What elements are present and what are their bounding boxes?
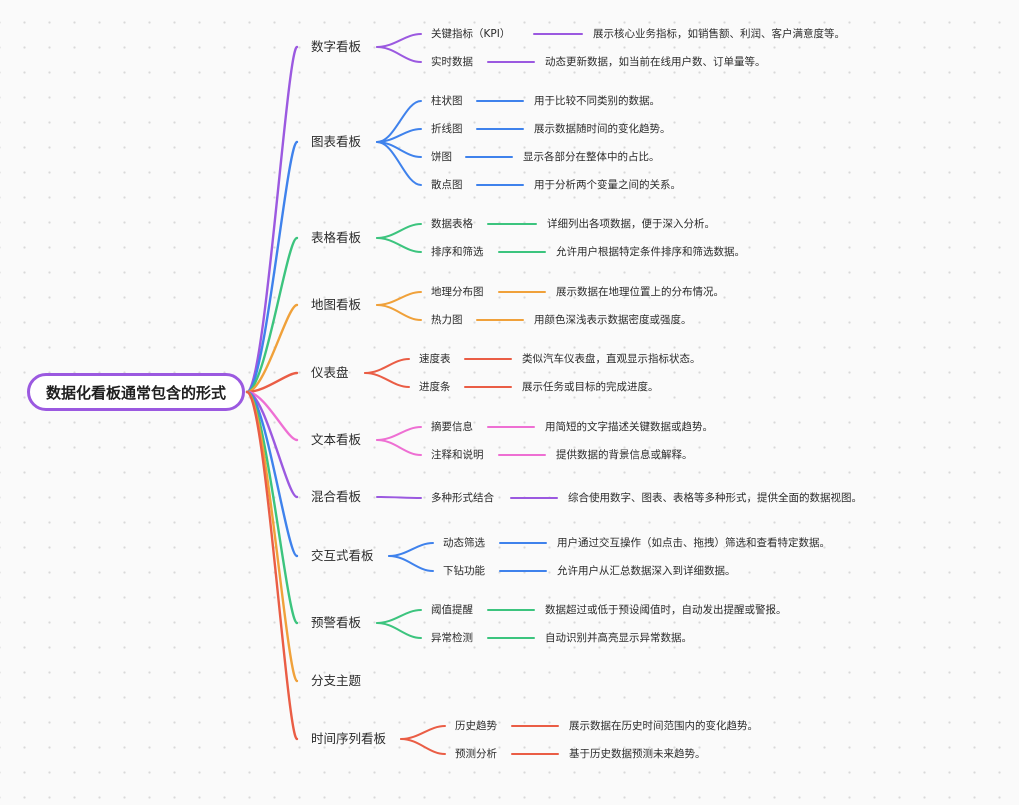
connector-branch-to-subtopic xyxy=(376,46,422,63)
subtopic[interactable]: 进度条 xyxy=(419,381,451,393)
root-topic-label: 数据化看板通常包含的形式 xyxy=(45,383,226,402)
subtopic[interactable]: 历史趋势 xyxy=(455,720,497,732)
branch-topic[interactable]: 数字看板 xyxy=(311,39,362,54)
connector-branch-to-subtopic xyxy=(376,609,422,624)
detail-note[interactable]: 允许用户从汇总数据深入到详细数据。 xyxy=(557,565,736,577)
branch-topic[interactable]: 图表看板 xyxy=(311,134,362,149)
detail-note[interactable]: 提供数据的背景信息或解释。 xyxy=(556,449,693,461)
detail-note[interactable]: 动态更新数据，如当前在线用户数、订单量等。 xyxy=(545,56,766,68)
subtopic[interactable]: 热力图 xyxy=(431,314,463,326)
connector-branch-to-subtopic xyxy=(376,291,422,306)
connector-branch-to-subtopic xyxy=(376,622,422,639)
subtopic[interactable]: 下钻功能 xyxy=(443,565,485,577)
connector-branch-to-subtopic xyxy=(400,738,446,755)
detail-note[interactable]: 展示数据随时间的变化趋势。 xyxy=(534,123,671,135)
detail-note[interactable]: 类似汽车仪表盘，直观显示指标状态。 xyxy=(522,353,701,365)
detail-note[interactable]: 用于比较不同类别的数据。 xyxy=(534,95,660,107)
detail-note[interactable]: 综合使用数字、图表、表格等多种形式，提供全面的数据视图。 xyxy=(568,492,862,504)
detail-note[interactable]: 自动识别并高亮显示异常数据。 xyxy=(545,632,692,644)
detail-note[interactable]: 展示任务或目标的完成进度。 xyxy=(522,381,659,393)
subtopic[interactable]: 注释和说明 xyxy=(431,449,484,461)
detail-note[interactable]: 允许用户根据特定条件排序和筛选数据。 xyxy=(556,246,745,258)
detail-note[interactable]: 数据超过或低于预设阈值时，自动发出提醒或警报。 xyxy=(545,604,787,616)
connector-root-to-branch xyxy=(245,371,299,394)
subtopic[interactable]: 数据表格 xyxy=(431,218,473,230)
connector-root-to-branch xyxy=(245,236,299,394)
subtopic[interactable]: 饼图 xyxy=(431,151,452,163)
subtopic[interactable]: 关键指标（KPI） xyxy=(431,28,511,40)
branch-topic[interactable]: 预警看板 xyxy=(311,615,362,630)
branch-topic[interactable]: 时间序列看板 xyxy=(311,731,387,746)
subtopic[interactable]: 摘要信息 xyxy=(431,421,473,433)
connector-branch-to-subtopic xyxy=(376,33,422,48)
connector-branch-to-subtopic xyxy=(376,237,422,253)
connector-branch-to-subtopic xyxy=(376,141,422,186)
detail-note[interactable]: 用简短的文字描述关键数据或趋势。 xyxy=(545,421,713,433)
subtopic[interactable]: 排序和筛选 xyxy=(431,246,484,258)
branch-topic[interactable]: 交互式看板 xyxy=(311,548,374,563)
subtopic[interactable]: 预测分析 xyxy=(455,748,497,760)
connector-branch-to-subtopic xyxy=(388,542,434,557)
branch-topic[interactable]: 混合看板 xyxy=(311,489,362,504)
connector-branch-to-subtopic xyxy=(364,372,410,388)
connector-branch-to-subtopic xyxy=(376,426,422,441)
subtopic[interactable]: 多种形式结合 xyxy=(431,492,494,504)
detail-note[interactable]: 展示数据在地理位置上的分布情况。 xyxy=(556,286,724,298)
connector-branch-to-subtopic xyxy=(376,304,422,321)
connector-branch-to-subtopic xyxy=(364,358,410,374)
subtopic[interactable]: 地理分布图 xyxy=(431,286,484,298)
branch-topic[interactable]: 仪表盘 xyxy=(311,365,349,380)
connector-branch-to-subtopic xyxy=(376,496,422,499)
connector-branch-to-subtopic xyxy=(376,439,422,456)
subtopic[interactable]: 动态筛选 xyxy=(443,537,485,549)
connector-branch-to-subtopic xyxy=(376,223,422,239)
branch-topic[interactable]: 文本看板 xyxy=(311,432,362,447)
connector-branch-to-subtopic xyxy=(388,555,434,572)
detail-note[interactable]: 用颜色深浅表示数据密度或强度。 xyxy=(534,314,692,326)
subtopic[interactable]: 速度表 xyxy=(419,353,451,365)
detail-note[interactable]: 展示数据在历史时间范围内的变化趋势。 xyxy=(569,720,758,732)
connector-root-to-branch xyxy=(245,303,299,394)
subtopic[interactable]: 异常检测 xyxy=(431,632,473,644)
connector-branch-to-subtopic xyxy=(400,725,446,740)
detail-note[interactable]: 显示各部分在整体中的占比。 xyxy=(523,151,660,163)
connector-root-to-branch xyxy=(245,390,299,741)
branch-topic[interactable]: 分支主题 xyxy=(311,673,362,688)
subtopic[interactable]: 散点图 xyxy=(431,179,463,191)
branch-topic[interactable]: 表格看板 xyxy=(311,230,362,245)
connector-root-to-branch xyxy=(245,45,299,394)
subtopic[interactable]: 阈值提醒 xyxy=(431,604,473,616)
branch-topic[interactable]: 地图看板 xyxy=(311,297,362,312)
detail-note[interactable]: 详细列出各项数据，便于深入分析。 xyxy=(547,218,715,230)
detail-note[interactable]: 基于历史数据预测未来趋势。 xyxy=(569,748,706,760)
detail-note[interactable]: 展示核心业务指标，如销售额、利润、客户满意度等。 xyxy=(593,28,845,40)
root-topic[interactable]: 数据化看板通常包含的形式 xyxy=(27,373,245,411)
connector-root-to-branch xyxy=(245,140,299,394)
detail-note[interactable]: 用户通过交互操作（如点击、拖拽）筛选和查看特定数据。 xyxy=(557,537,830,549)
subtopic[interactable]: 折线图 xyxy=(431,123,463,135)
subtopic[interactable]: 柱状图 xyxy=(431,95,463,107)
subtopic[interactable]: 实时数据 xyxy=(431,56,473,68)
detail-note[interactable]: 用于分析两个变量之间的关系。 xyxy=(534,179,681,191)
